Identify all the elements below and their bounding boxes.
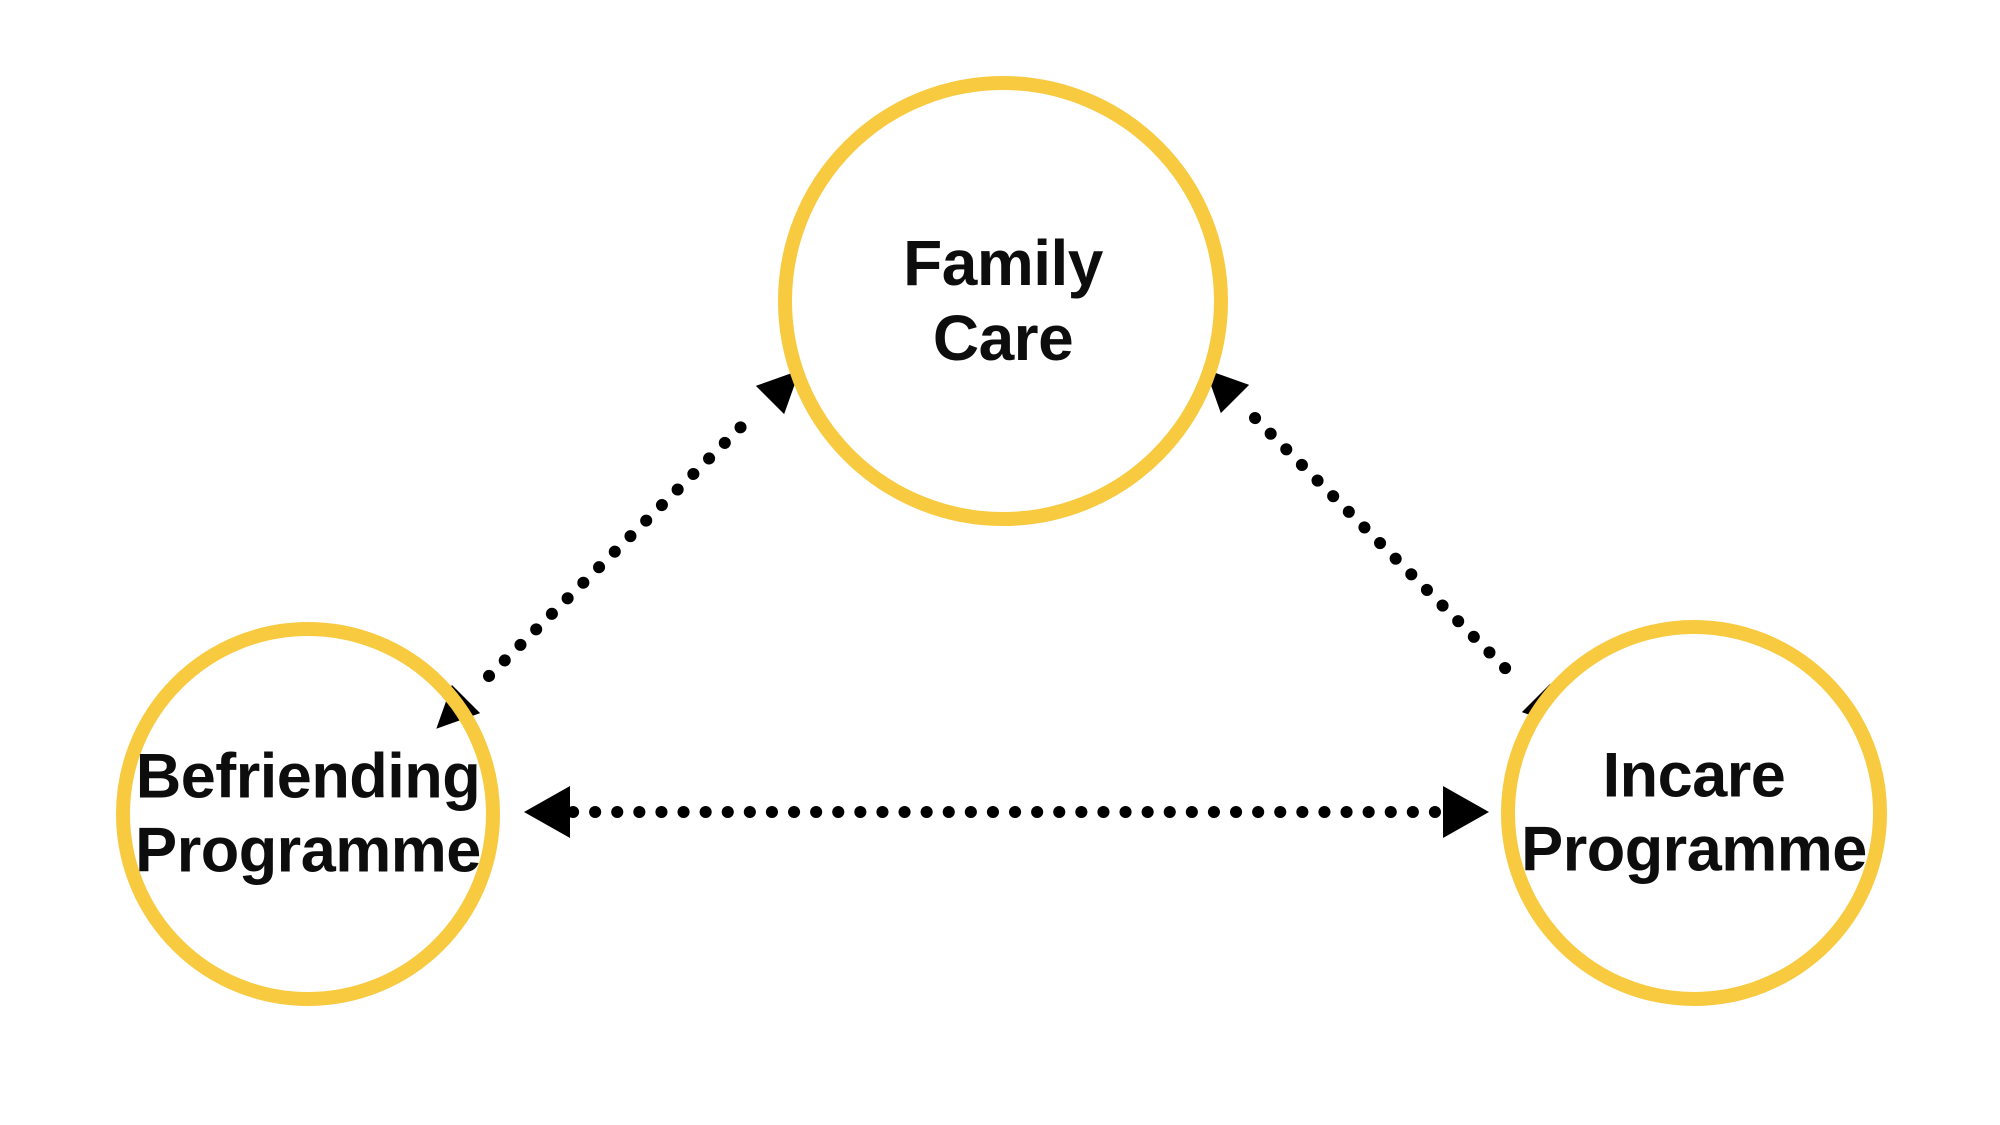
connector-family-care-to-incare — [1205, 369, 1566, 728]
arrowhead-toward-incare-horizontal — [1443, 786, 1489, 838]
arrowhead-toward-family-care — [755, 370, 800, 415]
connector-befriending-to-family-care — [436, 370, 800, 729]
connector-shaft-befriending-family — [483, 412, 756, 682]
node-circle-family-care[interactable] — [778, 76, 1228, 526]
arrowhead-toward-family-care-right — [1205, 369, 1250, 414]
connector-befriending-to-incare — [524, 786, 1489, 838]
node-circle-befriending-programme[interactable] — [116, 622, 500, 1006]
arrowhead-toward-befriending-horizontal — [524, 786, 570, 838]
connector-shaft-family-incare — [1249, 412, 1519, 682]
node-circle-incare-programme[interactable] — [1501, 620, 1887, 1006]
